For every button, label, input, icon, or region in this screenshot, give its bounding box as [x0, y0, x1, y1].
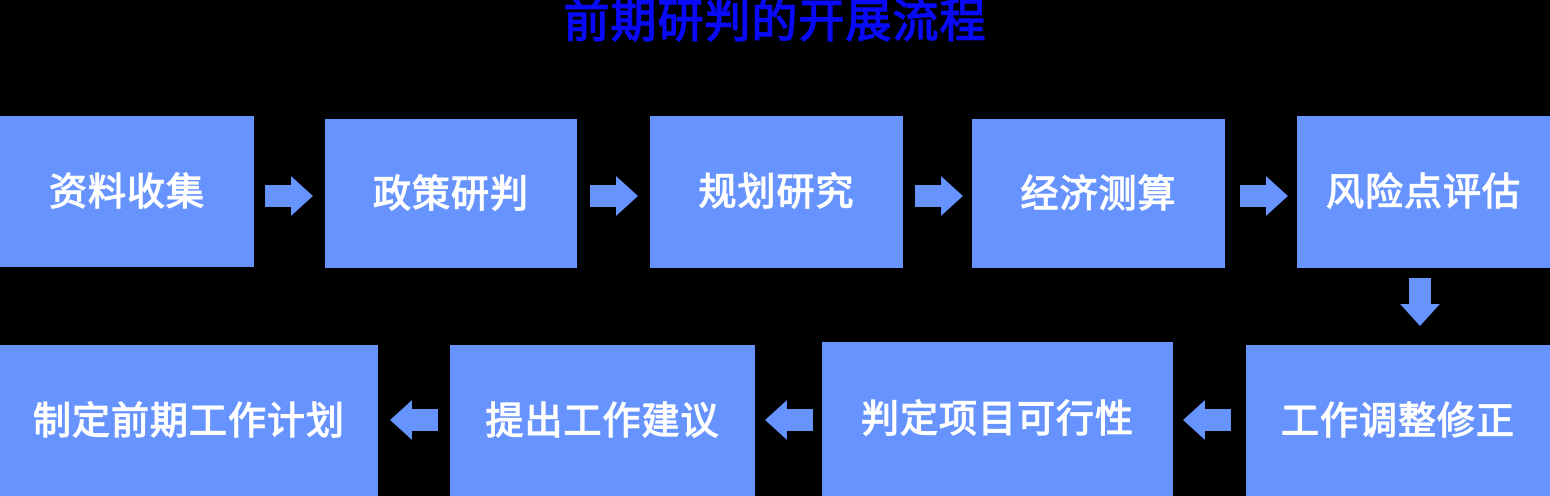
arrow-right-icon: [590, 176, 638, 216]
arrow-head: [1183, 400, 1205, 440]
node-label: 风险点评估: [1325, 170, 1521, 214]
arrow-shaft: [787, 409, 813, 431]
arrow-shaft: [412, 409, 438, 431]
node-economic-calculation[interactable]: 经济测算: [972, 119, 1225, 268]
arrow-head: [941, 176, 963, 216]
arrow-right-icon: [915, 176, 963, 216]
arrow-left-icon: [390, 400, 438, 440]
node-label: 规划研究: [698, 170, 855, 214]
node-label: 经济测算: [1020, 171, 1177, 216]
node-risk-point-evaluation[interactable]: 风险点评估: [1297, 116, 1550, 268]
node-policy-assessment[interactable]: 政策研判: [325, 119, 577, 268]
arrow-head: [616, 176, 638, 216]
arrow-right-icon: [265, 176, 313, 216]
page-title: 前期研判的开展流程: [563, 0, 987, 48]
arrow-down-icon: [1400, 278, 1440, 326]
arrow-head: [765, 400, 787, 440]
arrow-head: [1400, 304, 1440, 326]
node-label: 制定前期工作计划: [32, 398, 345, 443]
node-label: 资料收集: [48, 169, 205, 214]
node-propose-work-suggestions[interactable]: 提出工作建议: [450, 345, 755, 496]
arrow-shaft: [1240, 185, 1266, 207]
arrow-shaft: [1409, 278, 1431, 304]
arrow-left-icon: [765, 400, 813, 440]
node-label: 判定项目可行性: [860, 397, 1134, 441]
node-formulate-preliminary-work-plan[interactable]: 制定前期工作计划: [0, 345, 378, 496]
arrow-left-icon: [1183, 400, 1231, 440]
arrow-shaft: [590, 185, 616, 207]
node-label: 提出工作建议: [485, 398, 720, 443]
node-determine-project-feasibility[interactable]: 判定项目可行性: [822, 342, 1173, 496]
arrow-head: [291, 176, 313, 216]
arrow-shaft: [1205, 409, 1231, 431]
arrow-right-icon: [1240, 176, 1288, 216]
arrow-head: [1266, 176, 1288, 216]
arrow-shaft: [265, 185, 291, 207]
node-work-adjustment-correction[interactable]: 工作调整修正: [1246, 345, 1550, 496]
node-planning-research[interactable]: 规划研究: [650, 116, 903, 268]
node-data-collection[interactable]: 资料收集: [0, 116, 254, 267]
node-label: 工作调整修正: [1280, 398, 1515, 443]
arrow-head: [390, 400, 412, 440]
arrow-shaft: [915, 185, 941, 207]
node-label: 政策研判: [372, 171, 529, 216]
